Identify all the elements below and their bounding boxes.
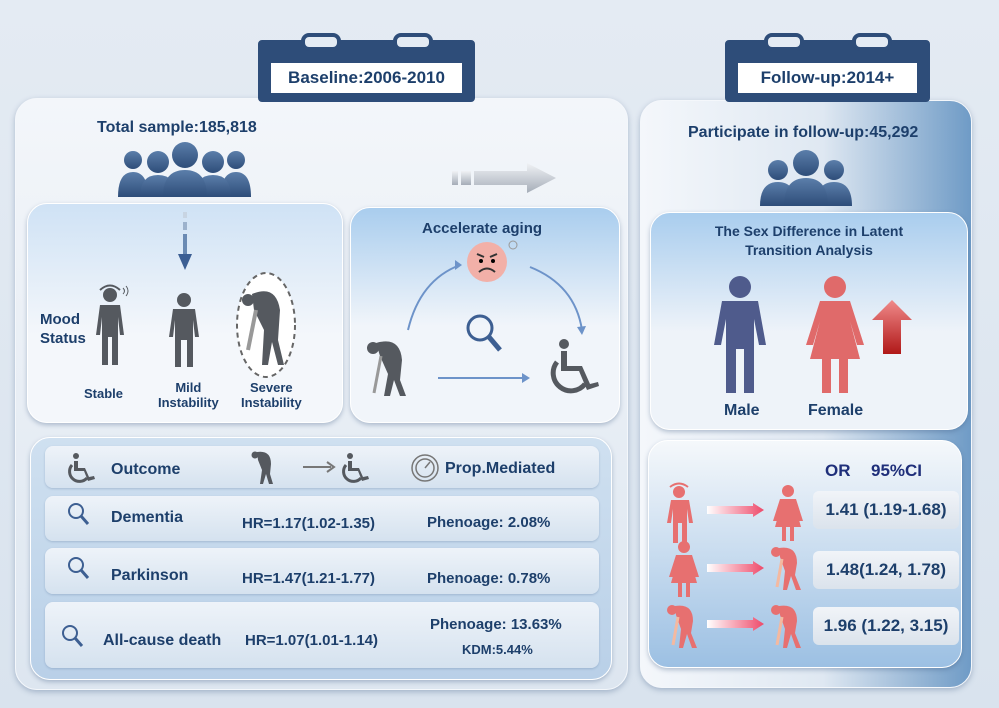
gauge-icon <box>411 454 439 482</box>
magnifier-icon <box>466 314 502 352</box>
prop-mediated-kdm: KDM:5.44% <box>462 642 533 657</box>
female-person-icon <box>669 541 699 597</box>
or-value: 1.41 (1.19-1.68) <box>813 491 959 529</box>
sad-face-icon <box>467 240 518 282</box>
outcome-name: All-cause death <box>103 632 222 649</box>
mood-label-line2: Status <box>40 330 86 347</box>
mild-label-line2: Instability <box>158 395 219 410</box>
people-group-icon <box>760 150 852 206</box>
header-outcome: Outcome <box>111 461 181 478</box>
odds-ratio-box: OR 95%CI 1.41 (1.19-1.68) 1.48(1.24, 1.7… <box>648 440 962 668</box>
bent-person-icon <box>667 605 697 648</box>
prop-mediated: Phenoage: 2.08% <box>427 514 551 531</box>
cycle-arrows <box>407 260 586 383</box>
magnifier-icon <box>68 503 90 525</box>
baseline-tab: Baseline:2006-2010 <box>258 33 475 102</box>
magnifier-icon <box>62 625 84 647</box>
prop-mediated: Phenoage: 0.78% <box>427 570 551 587</box>
mild-label-line1: Mild <box>175 380 202 395</box>
table-row: Parkinson HR=1.47(1.21-1.77) Phenoage: 0… <box>45 548 599 594</box>
stable-person-icon <box>96 284 129 365</box>
hazard-ratio: HR=1.07(1.01-1.14) <box>245 632 378 649</box>
followup-tab: Follow-up:2014+ <box>725 33 930 102</box>
bent-person-icon <box>251 451 273 484</box>
mood-label-line1: Mood <box>40 311 80 328</box>
outcome-name: Dementia <box>111 509 184 526</box>
severe-label-line2: Instability <box>241 395 302 410</box>
table-row: Dementia HR=1.17(1.02-1.35) Phenoage: 2.… <box>45 496 599 541</box>
people-group-icon <box>118 142 251 197</box>
outcome-table: Outcome Prop.Mediated Dementia HR=1.17(1… <box>30 437 612 680</box>
pink-arrow-icon <box>707 617 764 631</box>
total-sample: Total sample:185,818 <box>97 119 257 136</box>
or-value: 1.48(1.24, 1.78) <box>813 551 959 589</box>
followup-participants: Participate in follow-up:45,292 <box>688 124 919 141</box>
accelerate-aging-title: Accelerate aging <box>422 220 543 237</box>
wheelchair-icon <box>550 339 599 394</box>
or-value: 1.96 (1.22, 3.15) <box>813 607 959 645</box>
bent-person-icon <box>771 547 801 590</box>
magnifier-icon <box>68 557 90 579</box>
table-row: All-cause death HR=1.07(1.01-1.14) Pheno… <box>45 602 599 668</box>
sex-title-line2: Transition Analysis <box>745 242 873 258</box>
baseline-tab-label: Baseline:2006-2010 <box>271 63 462 93</box>
sex-title-line1: The Sex Difference in Latent <box>714 223 904 239</box>
pink-arrow-icon <box>707 561 764 575</box>
wheelchair-icon <box>342 453 369 483</box>
bent-person-icon <box>771 605 801 648</box>
right-arrow-icon <box>303 461 336 473</box>
severe-instability-person-icon <box>236 272 296 378</box>
hazard-ratio: HR=1.17(1.02-1.35) <box>242 515 375 532</box>
female-person-icon <box>773 485 803 541</box>
hazard-ratio: HR=1.47(1.21-1.77) <box>242 570 375 587</box>
mild-instability-person-icon <box>169 293 199 367</box>
wheelchair-icon <box>68 453 95 483</box>
severe-label-line1: Severe <box>250 380 293 395</box>
followup-tab-label: Follow-up:2014+ <box>738 63 917 93</box>
prop-mediated: Phenoage: 13.63% <box>430 616 562 633</box>
male-label: Male <box>724 402 760 419</box>
up-arrow-icon <box>872 300 912 354</box>
header-prop-mediated: Prop.Mediated <box>445 460 556 477</box>
stable-person-icon <box>667 482 693 543</box>
outcome-name: Parkinson <box>111 567 189 584</box>
table-header-row: Outcome Prop.Mediated <box>45 446 599 488</box>
big-arrow-icon <box>452 163 556 193</box>
bent-elderly-person-icon <box>367 341 406 396</box>
sex-difference-box <box>650 212 968 430</box>
male-figure-icon <box>714 276 766 393</box>
or-header: OR <box>825 461 851 480</box>
ci-header: 95%CI <box>871 461 923 480</box>
female-figure-icon <box>806 276 864 393</box>
stable-label: Stable <box>84 386 124 401</box>
pink-arrow-icon <box>707 503 764 517</box>
down-arrow-icon <box>178 212 192 270</box>
female-label: Female <box>808 402 864 419</box>
